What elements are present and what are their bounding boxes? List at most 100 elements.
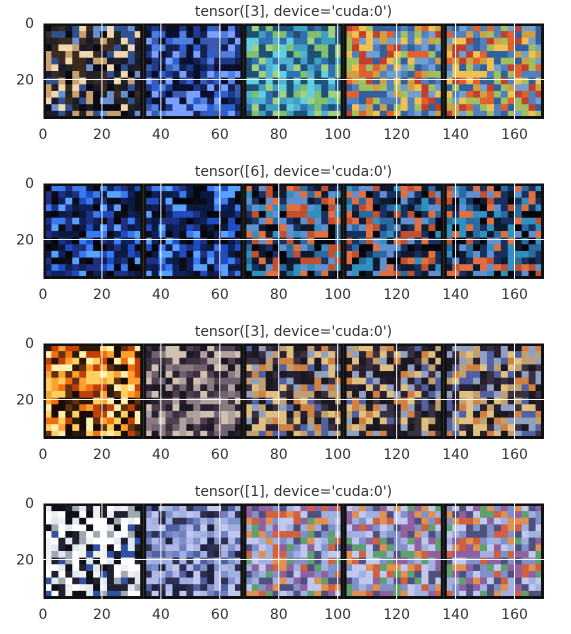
panel-pixel: [127, 37, 136, 46]
panel-pixel: [134, 90, 143, 99]
panel-pixel: [307, 430, 315, 439]
panel-pixel: [300, 377, 308, 385]
panel-pixel: [134, 224, 143, 232]
panel-pixel: [521, 557, 530, 565]
panel-pixel: [473, 191, 481, 199]
panel-pixel: [365, 90, 374, 99]
panel-pixel: [314, 537, 322, 545]
panel-pixel: [407, 90, 416, 99]
panel-pixel: [93, 77, 101, 85]
panel-pixel: [358, 184, 367, 192]
panel-pixel: [228, 557, 236, 565]
panel-pixel: [514, 537, 523, 545]
panel-pixel: [193, 191, 201, 199]
panel-pixel: [179, 404, 187, 412]
panel-pixel: [352, 564, 360, 572]
panel-pixel: [321, 31, 329, 39]
panel-pixel: [473, 71, 481, 79]
panel-pixel: [228, 31, 236, 39]
panel-pixel: [514, 544, 523, 552]
panel-pixel: [72, 557, 80, 565]
panel-pixel: [272, 364, 281, 372]
panel-pixel: [193, 270, 201, 279]
panel-pixel: [358, 250, 367, 259]
panel-pixel: [493, 250, 502, 259]
panel-pixel: [521, 104, 530, 112]
panel-pixel: [293, 371, 302, 379]
panel-pixel: [186, 24, 194, 32]
panel-pixel: [106, 184, 115, 192]
panel-pixel: [200, 77, 208, 85]
panel-pixel: [535, 577, 544, 585]
panel-pixel: [221, 551, 229, 559]
panel-pixel: [120, 364, 129, 372]
panel-pixel: [207, 191, 215, 199]
panel-pixel: [365, 551, 374, 559]
panel-pixel: [272, 551, 281, 559]
panel-pixel: [493, 264, 502, 272]
panel-pixel: [44, 24, 53, 32]
panel-pixel: [528, 511, 537, 519]
panel-pixel: [214, 537, 222, 545]
panel-pixel: [535, 84, 544, 92]
panel-pixel: [473, 77, 481, 85]
panel-pixel: [106, 110, 115, 119]
panel-pixel: [352, 237, 360, 245]
panel-pixel: [86, 264, 94, 272]
panel-pixel: [172, 384, 181, 392]
panel-pixel: [120, 557, 129, 565]
panel-pixel: [307, 90, 315, 99]
panel-pixel: [228, 404, 236, 412]
panel-pixel: [72, 344, 80, 352]
panel-pixel: [358, 404, 367, 412]
panel-pixel: [179, 551, 187, 559]
panel-pixel: [165, 204, 174, 212]
panel-pixel: [386, 544, 395, 552]
panel-pixel: [365, 104, 374, 112]
panel-pixel: [93, 244, 101, 252]
panel-pixel: [258, 410, 267, 419]
panel-pixel: [272, 504, 281, 512]
panel-pixel: [221, 90, 229, 99]
panel-pixel: [158, 404, 167, 412]
panel-pixel: [521, 397, 530, 405]
panel-pixel: [493, 44, 502, 52]
panel-pixel: [372, 197, 381, 206]
panel-pixel: [514, 224, 523, 232]
panel-pixel: [445, 544, 453, 552]
panel-pixel: [493, 590, 502, 599]
panel-pixel: [272, 557, 281, 565]
panel-pixel: [179, 270, 187, 279]
panel-pixel: [372, 590, 381, 599]
panel-pixel: [200, 217, 208, 225]
panel-pixel: [165, 430, 174, 439]
panel-pixel: [386, 51, 395, 59]
panel-pixel: [72, 77, 80, 85]
panel-pixel: [514, 250, 523, 259]
panel-pixel: [120, 430, 129, 439]
panel-pixel: [234, 57, 243, 65]
panel-pixel: [480, 237, 488, 245]
panel-pixel: [79, 257, 87, 265]
panel-pixel: [493, 371, 502, 379]
panel-pixel: [100, 217, 108, 225]
panel-pixel: [134, 97, 143, 105]
panel-pixel: [459, 31, 467, 39]
panel-pixel: [265, 517, 274, 526]
panel-pixel: [158, 544, 167, 552]
panel-pixel: [221, 357, 229, 366]
panel-pixel: [200, 377, 208, 385]
panel-pixel: [151, 557, 160, 565]
panel-pixel: [358, 237, 367, 245]
panel-pixel: [445, 264, 453, 272]
panel-pixel: [407, 231, 416, 239]
panel-pixel: [352, 357, 360, 366]
panel-pixel: [435, 97, 443, 105]
panel-pixel: [286, 97, 295, 105]
panel-pixel: [214, 511, 222, 519]
panel-pixel: [265, 364, 274, 372]
panel-pixel: [307, 384, 315, 392]
panel-pixel: [93, 557, 101, 565]
panel-pixel: [466, 351, 474, 359]
